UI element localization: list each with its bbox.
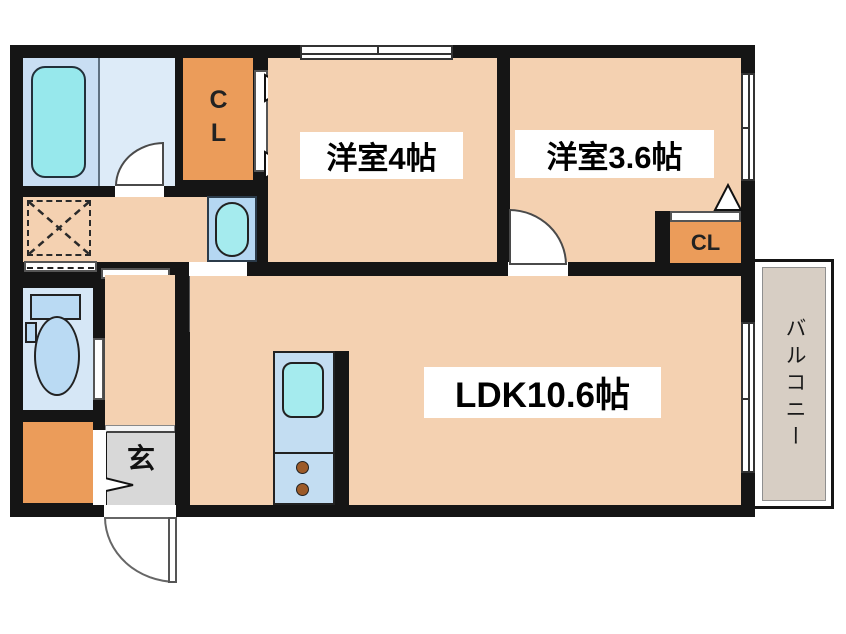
front-door-swing-icon bbox=[104, 517, 177, 583]
entrance-hall: 玄 bbox=[107, 431, 175, 505]
ldk-label: LDK10.6帖 bbox=[424, 367, 661, 418]
front-door-opening bbox=[104, 505, 176, 518]
stove-burner-icon bbox=[296, 461, 309, 474]
fold-door-arrow-icon bbox=[713, 182, 743, 211]
closet-36: CL bbox=[670, 222, 741, 263]
kitchen-divider bbox=[273, 452, 335, 454]
shoe-cabinet bbox=[23, 422, 93, 503]
sliding-door-icon bbox=[24, 261, 97, 272]
window-icon bbox=[741, 73, 755, 181]
washer-pan-cross-icon bbox=[28, 201, 90, 255]
kitchen-sink-icon bbox=[282, 362, 324, 418]
stove-burner-icon bbox=[296, 483, 309, 496]
toilet-bowl-icon bbox=[34, 316, 80, 396]
closet-top-label: CL bbox=[204, 86, 233, 152]
closet-36-label: CL bbox=[690, 229, 721, 255]
bathtub-icon bbox=[31, 66, 86, 178]
front-door-leaf-icon bbox=[168, 517, 177, 583]
balcony-label: バルコニー bbox=[783, 316, 806, 452]
closet-top: CL bbox=[183, 58, 253, 180]
western-room-4-label: 洋室4帖 bbox=[300, 132, 463, 179]
washing-machine-area-icon bbox=[27, 200, 91, 256]
window-icon bbox=[300, 45, 453, 60]
shoe-cabinet-door bbox=[93, 430, 106, 505]
balcony-window-icon bbox=[741, 322, 755, 473]
entrance-label: 玄 bbox=[126, 443, 155, 474]
toilet-flush-icon bbox=[25, 322, 37, 343]
room36-door-opening bbox=[508, 262, 568, 277]
washroom-door-opening bbox=[189, 262, 247, 277]
washbasin-sink-icon bbox=[215, 202, 249, 257]
kitchen-wall-stub bbox=[335, 351, 349, 505]
balcony-floor: バルコニー bbox=[762, 267, 826, 501]
wall-stub bbox=[655, 211, 670, 263]
bathroom-door-opening bbox=[115, 184, 164, 198]
western-room-36-label: 洋室3.6帖 bbox=[515, 130, 714, 178]
hallway bbox=[105, 275, 175, 431]
closet-36-door bbox=[670, 211, 741, 222]
